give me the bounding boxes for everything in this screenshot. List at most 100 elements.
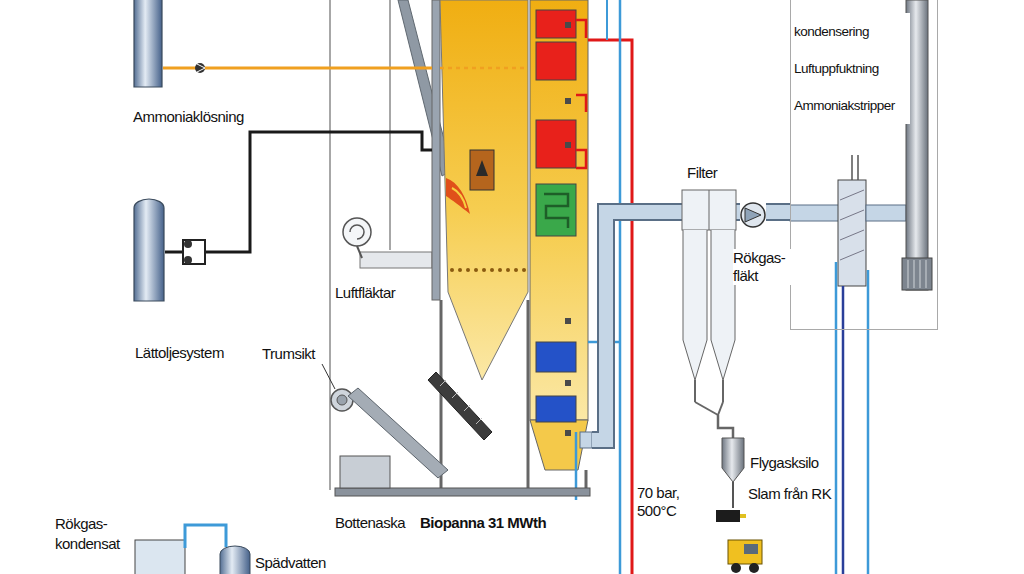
ash-conveyors-part bbox=[428, 372, 492, 440]
fly-ash-silo-part bbox=[722, 438, 744, 482]
flue-gas-duct bbox=[592, 212, 682, 440]
flue-gas-cleaning-part-part bbox=[840, 230, 864, 240]
boiler-furnace-part-part bbox=[474, 268, 478, 272]
flue-gas-duct bbox=[736, 212, 740, 213]
ash-conveyors-part-part bbox=[464, 405, 470, 411]
flue-gas-duct bbox=[736, 203, 740, 221]
building-frame-part bbox=[329, 0, 331, 490]
boiler-furnace-part-part bbox=[514, 268, 518, 272]
ash-conveyors bbox=[340, 372, 492, 488]
filter: Filter bbox=[682, 190, 736, 415]
drum-screen-part bbox=[322, 364, 335, 389]
screen-label: Trumsikt bbox=[262, 345, 315, 363]
boiler-furnace-part bbox=[476, 160, 488, 176]
chimney-part bbox=[902, 258, 932, 290]
steam-pipes-part bbox=[576, 150, 586, 168]
convection-pass-part bbox=[544, 194, 568, 228]
filter-part-part bbox=[683, 230, 707, 380]
convection-pass bbox=[530, 0, 592, 470]
air-fan-part bbox=[343, 218, 371, 246]
pump-symbols bbox=[183, 63, 205, 264]
oil-tank-part-part bbox=[134, 199, 164, 301]
convection-pass-part-part bbox=[565, 380, 571, 386]
ash-handling-part bbox=[740, 514, 746, 518]
flue-gas-duct bbox=[766, 212, 790, 213]
ash-handling-part bbox=[732, 482, 734, 508]
flue-gas-cleaning-part bbox=[835, 262, 838, 574]
ash-conveyors-part bbox=[440, 380, 482, 424]
boiler-furnace-part-part bbox=[450, 268, 454, 272]
node-label: Filter bbox=[687, 164, 717, 182]
boiler-furnace-part-part bbox=[482, 268, 486, 272]
pipe-line bbox=[718, 415, 733, 438]
filter-part-part bbox=[711, 230, 735, 380]
boiler-furnace-part-part bbox=[522, 268, 526, 272]
condensate-label: Rökgas- kondensat bbox=[55, 514, 130, 554]
building-frame-part bbox=[389, 0, 391, 250]
ash-handling-part bbox=[731, 563, 741, 573]
flue-gas-cleaning-part-part bbox=[840, 210, 864, 220]
ash-handling-part bbox=[749, 563, 759, 573]
flue-gas-duct bbox=[592, 212, 682, 440]
flue-gas-cleaning-part bbox=[840, 190, 864, 260]
convection-pass-part bbox=[530, 420, 588, 470]
air-fan-part bbox=[357, 246, 362, 258]
chimney-part-part bbox=[914, 260, 915, 288]
boiler: Biopanna 31 MWth bbox=[432, 0, 592, 472]
fly-ash-silo: Flygasksilo bbox=[722, 438, 744, 482]
boiler-furnace-part-part bbox=[466, 268, 470, 272]
flue-gas-cleaning-part-part bbox=[840, 190, 864, 200]
pump-symbols-part bbox=[184, 256, 192, 264]
ash-conveyors-part-part bbox=[440, 380, 446, 386]
boiler-furnace-part bbox=[452, 188, 466, 208]
convection-pass-part bbox=[536, 184, 576, 236]
convection-pass-part bbox=[536, 10, 576, 38]
boiler-furnace bbox=[432, 0, 528, 380]
node-label: Biopanna 31 MWth bbox=[420, 514, 546, 532]
convection-pass-part bbox=[536, 42, 576, 80]
boiler-furnace-part bbox=[446, 178, 470, 214]
node-label: Flygasksilo bbox=[750, 454, 819, 472]
convection-pass-part-part bbox=[565, 430, 571, 436]
steam-data: 70 bar, 500°C bbox=[637, 484, 695, 520]
filter-part-part bbox=[718, 402, 723, 415]
condensate-tanks-part bbox=[135, 540, 185, 574]
ammonia-tank: Ammoniaklösning bbox=[133, 0, 163, 88]
boiler-furnace-part-part bbox=[458, 268, 462, 272]
pump-symbols-part bbox=[183, 240, 205, 264]
convection-pass-part-part bbox=[565, 318, 571, 324]
drum-screen-part bbox=[331, 389, 353, 411]
filter-part-part bbox=[694, 380, 696, 402]
ash-conveyors-part-part bbox=[476, 418, 482, 424]
boiler-furnace-part bbox=[432, 0, 440, 300]
boiler-supports-part bbox=[585, 470, 588, 490]
flue-gas-duct bbox=[592, 212, 682, 440]
boiler-furnace-part-part bbox=[490, 268, 494, 272]
oil-tank: Lättoljesystem bbox=[133, 198, 165, 302]
ash-conveyors-part bbox=[340, 456, 390, 488]
water-pipes-part bbox=[606, 0, 608, 40]
sludge-label: Slam från RK bbox=[748, 485, 831, 503]
pump-symbols-part bbox=[197, 64, 205, 72]
condensate-tanks bbox=[135, 525, 250, 574]
pipe-line bbox=[165, 132, 432, 252]
flue-gas-cleaning-part bbox=[790, 205, 840, 221]
chimney-part-part bbox=[920, 260, 921, 288]
ash-handling-part bbox=[716, 510, 740, 522]
boiler-furnace-part-part bbox=[498, 268, 502, 272]
convection-pass-part-part bbox=[565, 22, 571, 28]
convection-pass-part bbox=[565, 22, 571, 436]
water-pipes-part bbox=[619, 0, 622, 574]
node-label: Lättoljesystem bbox=[135, 344, 224, 362]
pump-symbols-part bbox=[195, 63, 205, 73]
convection-pass-part bbox=[580, 432, 592, 448]
flue-gas-cleaning bbox=[790, 155, 906, 574]
boiler-furnace-part bbox=[440, 0, 528, 380]
convection-pass-part bbox=[530, 0, 588, 420]
boiler-furnace-part-part bbox=[506, 268, 510, 272]
flue-gas-fan-part-part bbox=[741, 203, 765, 227]
chimney-part-part bbox=[908, 260, 909, 288]
fan-label: Luftfläktar bbox=[335, 284, 395, 302]
filter-part-part bbox=[709, 190, 710, 230]
condensation-unit: kondensering Luftuppfuktning Ammoniakstr… bbox=[790, 0, 938, 330]
